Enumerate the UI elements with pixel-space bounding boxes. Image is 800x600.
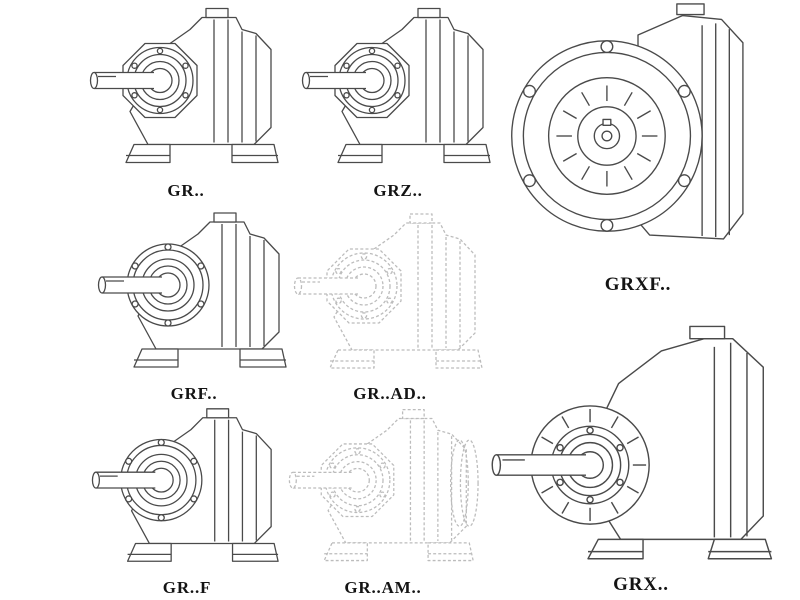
- gr-f-gearbox-drawing: [88, 404, 286, 576]
- product-label-gr: GR..: [167, 181, 205, 200]
- product-cell-grxf: GRXF..: [485, 0, 791, 300]
- grxf-gearbox-drawing: [485, 0, 791, 272]
- product-cell-gr-f: GR..F: [88, 404, 286, 600]
- product-label-gr-am: GR..AM..: [344, 578, 422, 597]
- product-cell-grf: GRF..: [94, 208, 294, 408]
- grz-gearbox-drawing: [298, 2, 498, 179]
- product-cell-grz: GRZ..: [298, 2, 498, 205]
- product-label-grz: GRZ..: [373, 181, 423, 200]
- product-label-grxf: GRXF..: [604, 274, 672, 295]
- product-label-grf: GRF..: [170, 384, 218, 403]
- product-label-grx: GRX..: [613, 574, 669, 595]
- product-cell-gr-am: GR..AM..: [285, 404, 481, 600]
- gr-am-gearbox-drawing: [285, 404, 479, 576]
- gr-ad-gearbox-drawing: [290, 210, 490, 382]
- grf-gearbox-drawing: [94, 208, 294, 382]
- gr-gearbox-drawing: [86, 2, 286, 179]
- product-cell-grx: GRX..: [488, 302, 794, 600]
- grx-gearbox-drawing: [488, 302, 794, 572]
- output-flange-detail: [449, 439, 479, 527]
- product-cell-gr-ad: GR..AD..: [290, 210, 490, 408]
- product-label-gr-ad: GR..AD..: [353, 384, 427, 403]
- product-cell-gr: GR..: [86, 2, 286, 205]
- product-label-gr-f: GR..F: [162, 578, 212, 597]
